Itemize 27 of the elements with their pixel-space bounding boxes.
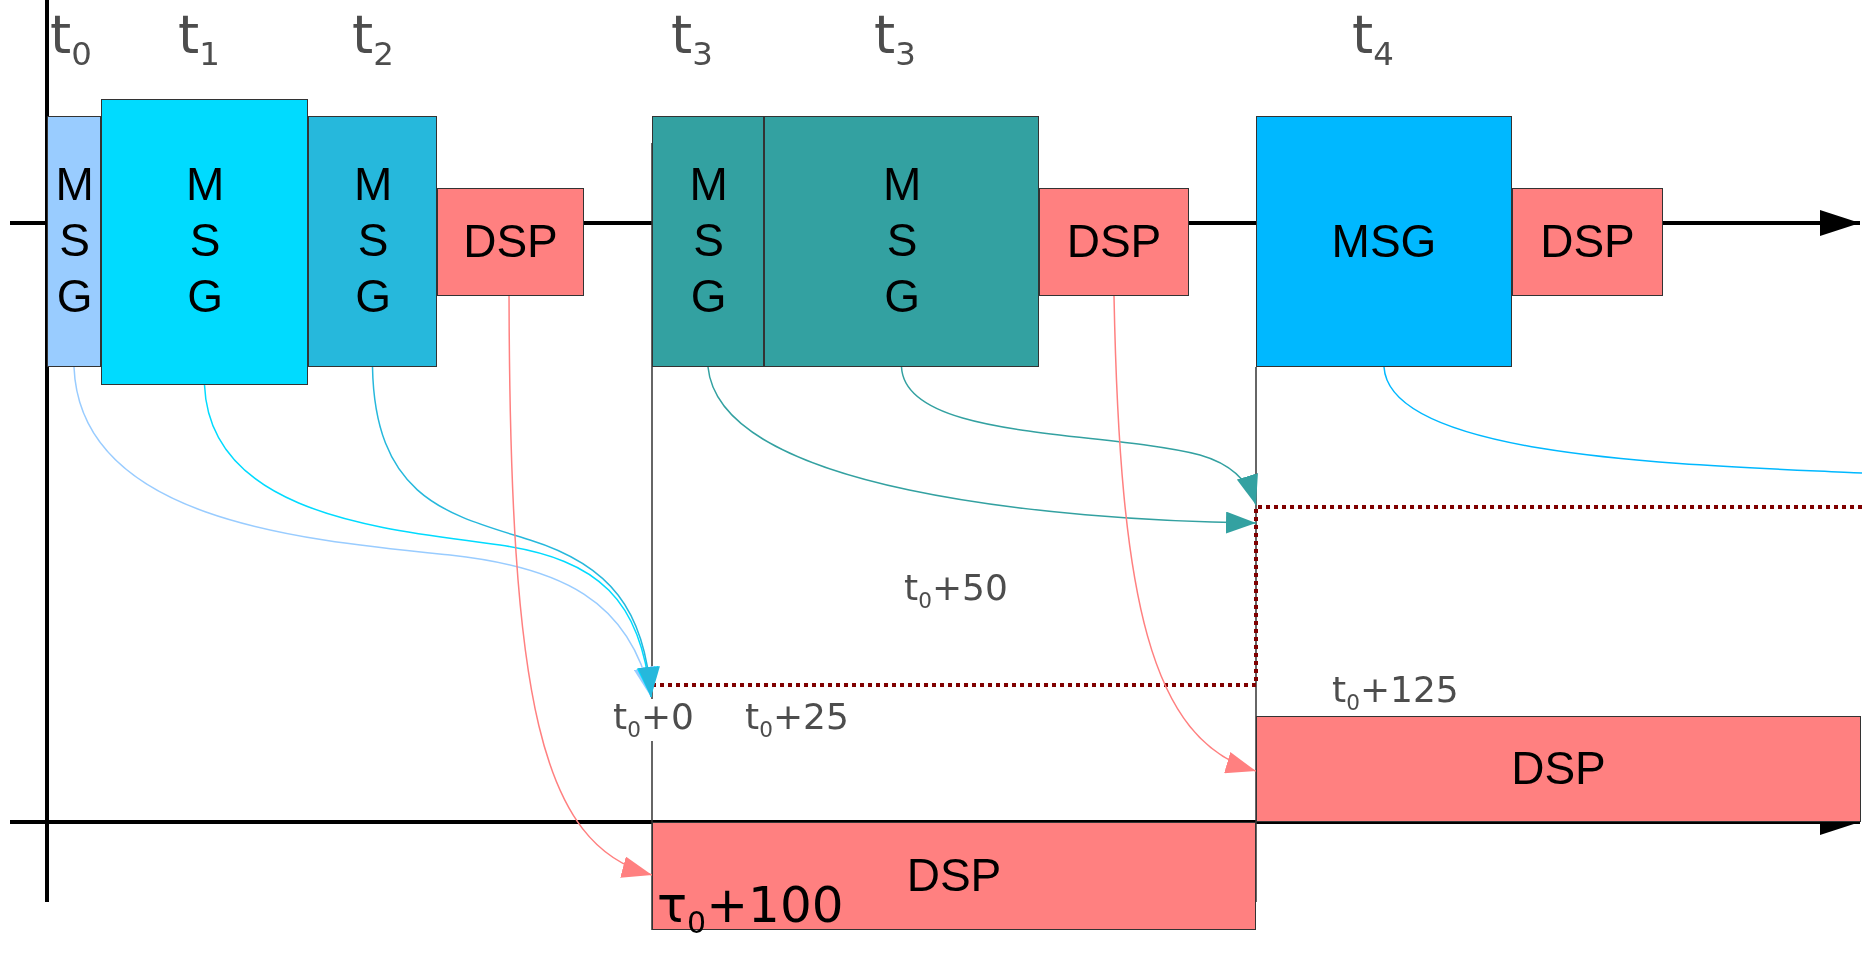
time-label: t$_{0}$+125: [1332, 672, 1459, 714]
time-label: t$_{3}$: [671, 8, 713, 71]
arrow: [371, 366, 659, 698]
task-block: MSG: [101, 99, 308, 385]
time-label: t$_{2}$: [352, 8, 394, 71]
time-label: t$_{0}$+25: [745, 699, 849, 741]
task-block: MSG: [652, 116, 764, 367]
arrow: [1113, 295, 1257, 772]
task-block: DSP: [1256, 716, 1861, 822]
task-block: DSP: [437, 188, 584, 296]
time-label: t$_{1}$: [178, 8, 220, 71]
connector-line: [1383, 366, 1862, 474]
arrow: [707, 366, 1257, 534]
time-label: t$_{0}$+50: [904, 570, 1008, 612]
arrow: [508, 295, 653, 876]
task-block: MSG: [47, 116, 101, 367]
task-block: DSP: [1512, 188, 1663, 296]
task-block: DSP: [1039, 188, 1189, 296]
time-label: t$_{0}$: [50, 8, 92, 71]
task-block: MSG: [308, 116, 437, 367]
task-block: MSG: [764, 116, 1039, 367]
task-block: MSG: [1256, 116, 1512, 367]
time-label: t$_{3}$: [874, 8, 916, 71]
arrow: [900, 366, 1257, 506]
arrow: [73, 366, 654, 698]
time-label: t$_{4}$: [1352, 8, 1394, 71]
time-label: t$_{0}$+0: [613, 699, 694, 741]
